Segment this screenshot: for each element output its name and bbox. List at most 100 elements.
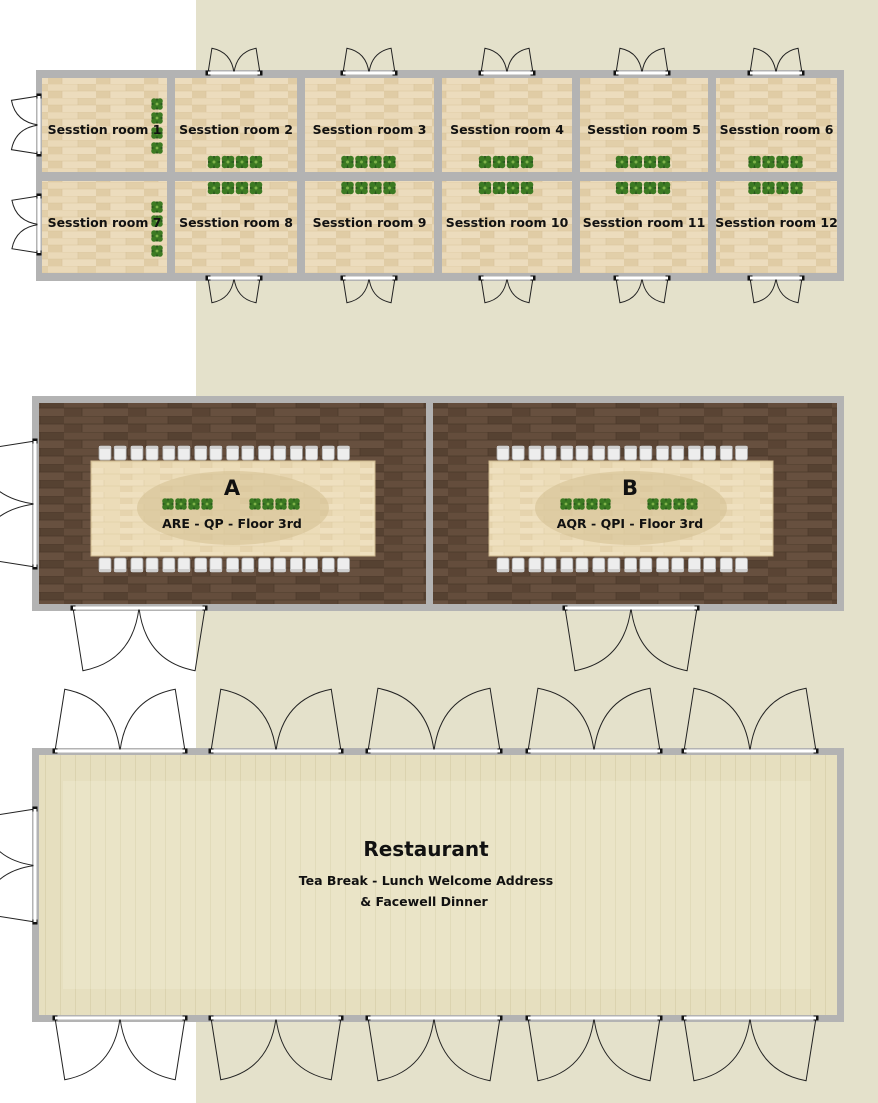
- double-door-icon[interactable]: [525, 1015, 663, 1082]
- table-plants: [560, 498, 698, 510]
- chair-icon: [607, 557, 621, 573]
- double-door-icon[interactable]: [208, 688, 344, 754]
- double-door-icon[interactable]: [52, 1015, 188, 1081]
- double-door-icon[interactable]: [478, 47, 536, 76]
- restaurant-title: Restaurant: [363, 837, 489, 861]
- chair-icon: [624, 445, 637, 461]
- double-door-icon[interactable]: [205, 275, 263, 304]
- chair-icon: [145, 445, 159, 461]
- potted-plant-icon: [776, 155, 789, 169]
- potted-plant-icon: [762, 181, 775, 195]
- chair-icon: [241, 557, 255, 573]
- table-plants: [162, 498, 300, 510]
- session-room[interactable]: [42, 78, 167, 172]
- potted-plant-icon: [369, 155, 382, 169]
- double-door-icon[interactable]: [562, 605, 700, 672]
- chair-icon: [226, 557, 240, 573]
- double-door-icon[interactable]: [365, 1015, 503, 1082]
- session-room-plants: [207, 181, 263, 195]
- double-door-icon[interactable]: [478, 275, 536, 304]
- session-room[interactable]: [442, 78, 572, 172]
- session-room[interactable]: [580, 78, 708, 172]
- double-door-icon[interactable]: [747, 275, 805, 304]
- double-door-icon[interactable]: [340, 47, 398, 76]
- potted-plant-icon: [629, 155, 643, 169]
- double-door-icon[interactable]: [70, 605, 208, 672]
- chair-icon: [305, 557, 319, 573]
- chair-icon: [575, 557, 589, 573]
- potted-plant-icon: [151, 98, 163, 110]
- potted-plant-icon: [615, 181, 629, 195]
- double-door-icon[interactable]: [340, 275, 398, 304]
- potted-plant-icon: [288, 498, 300, 510]
- potted-plant-icon: [748, 181, 761, 195]
- chair-icon: [162, 445, 176, 461]
- session-room-plants: [478, 155, 534, 169]
- chair-icon: [289, 445, 303, 461]
- chair-icon: [575, 445, 589, 461]
- potted-plant-icon: [201, 498, 213, 510]
- session-room[interactable]: [42, 181, 167, 273]
- chair-icon: [639, 557, 653, 573]
- chair-icon: [543, 445, 557, 461]
- double-door-icon[interactable]: [613, 47, 671, 76]
- session-room-plants: [478, 181, 534, 195]
- chair-icon: [98, 557, 112, 573]
- potted-plant-icon: [643, 181, 657, 195]
- potted-plant-icon: [560, 498, 572, 510]
- session-room-label: Sesstion room 1: [48, 122, 162, 137]
- double-door-icon[interactable]: [0, 438, 38, 570]
- chair-icon: [258, 445, 271, 461]
- session-room-plants: [615, 155, 671, 169]
- double-door-icon[interactable]: [10, 93, 42, 157]
- session-room[interactable]: [175, 78, 297, 172]
- potted-plant-icon: [151, 112, 163, 124]
- restaurant-floor[interactable]: [39, 755, 837, 1015]
- session-room[interactable]: [580, 181, 708, 273]
- session-room-label: Sesstion room 10: [446, 215, 569, 230]
- double-door-icon[interactable]: [208, 1015, 344, 1081]
- session-room-plants: [341, 181, 396, 195]
- session-doors: [10, 47, 805, 304]
- session-room[interactable]: [305, 78, 434, 172]
- chair-icon: [113, 445, 127, 461]
- potted-plant-icon: [262, 498, 274, 510]
- potted-plant-icon: [162, 498, 174, 510]
- double-door-icon[interactable]: [681, 687, 819, 754]
- double-door-icon[interactable]: [525, 687, 663, 754]
- chair-icon: [592, 445, 606, 461]
- potted-plant-icon: [221, 155, 235, 169]
- session-room[interactable]: [175, 181, 297, 273]
- session-room[interactable]: [442, 181, 572, 273]
- double-door-icon[interactable]: [365, 687, 503, 754]
- chairs: [496, 445, 748, 573]
- chair-icon: [209, 557, 223, 573]
- double-door-icon[interactable]: [11, 193, 42, 256]
- double-door-icon[interactable]: [613, 275, 671, 304]
- double-door-icon[interactable]: [0, 806, 38, 925]
- session-room[interactable]: [716, 78, 837, 172]
- session-room-label: Sesstion room 3: [313, 122, 427, 137]
- potted-plant-icon: [520, 155, 534, 169]
- double-door-icon[interactable]: [747, 47, 805, 76]
- chair-icon: [98, 445, 112, 461]
- potted-plant-icon: [355, 155, 368, 169]
- hall-doors: [0, 438, 700, 672]
- session-room[interactable]: [716, 181, 837, 273]
- doors-layer: [0, 47, 819, 1082]
- session-room-plants: [748, 155, 803, 169]
- chair-icon: [130, 557, 144, 573]
- potted-plant-icon: [748, 155, 761, 169]
- double-door-icon[interactable]: [52, 688, 188, 754]
- double-door-icon[interactable]: [205, 47, 263, 76]
- potted-plant-icon: [762, 155, 775, 169]
- chair-icon: [337, 445, 350, 461]
- double-door-icon[interactable]: [681, 1015, 819, 1082]
- potted-plant-icon: [369, 181, 382, 195]
- chair-icon: [177, 445, 191, 461]
- chair-icon: [177, 557, 191, 573]
- chair-icon: [273, 445, 287, 461]
- session-room[interactable]: [305, 181, 434, 273]
- potted-plant-icon: [207, 155, 221, 169]
- chair-icon: [592, 557, 606, 573]
